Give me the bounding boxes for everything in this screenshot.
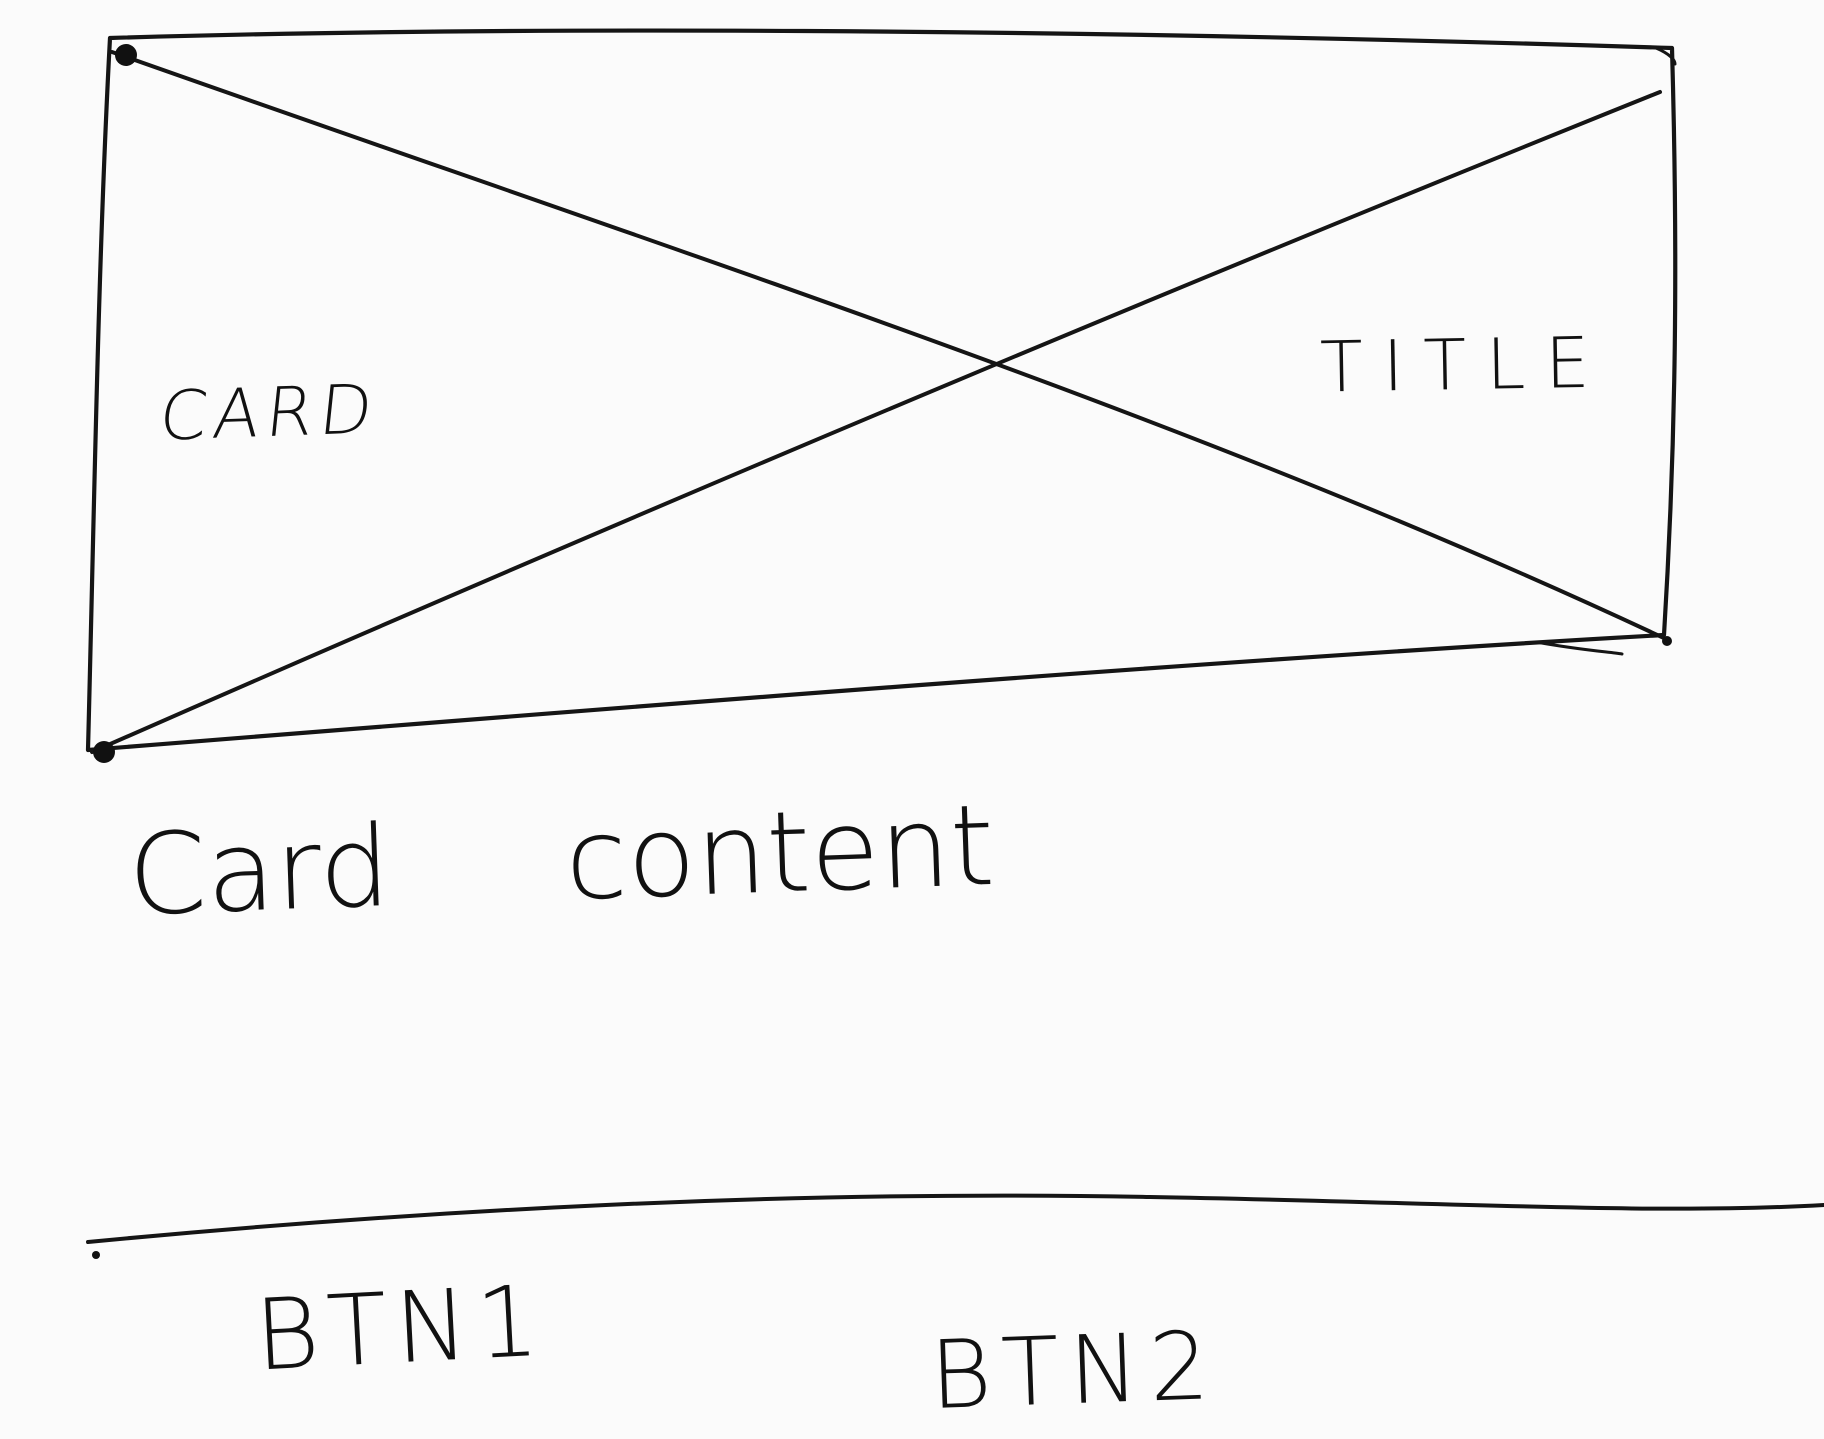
card-content: Card content [125, 780, 997, 942]
card-title-right: TITLE [1319, 321, 1611, 409]
card-image-placeholder [85, 28, 1678, 753]
card-image-placeholder-bottom-overlap [1534, 640, 1624, 656]
sketch-corner-dot-bottom-right [1662, 636, 1672, 646]
btn2-button[interactable]: BTN2 [928, 1311, 1221, 1432]
sketch-corner-dot-bottom-left [93, 741, 115, 763]
card-image-placeholder-cross-a [110, 50, 1670, 642]
card-title-left: CARD [155, 370, 383, 457]
sketch-corner-dot-top-left [115, 44, 137, 66]
btn1-button[interactable]: BTN1 [252, 1264, 550, 1394]
divider-start-dot [92, 1251, 100, 1259]
card-image-placeholder-top-right-extension [1654, 46, 1677, 66]
card-image-placeholder-cross-b [90, 90, 1662, 754]
card-actions-divider [86, 1193, 1824, 1244]
